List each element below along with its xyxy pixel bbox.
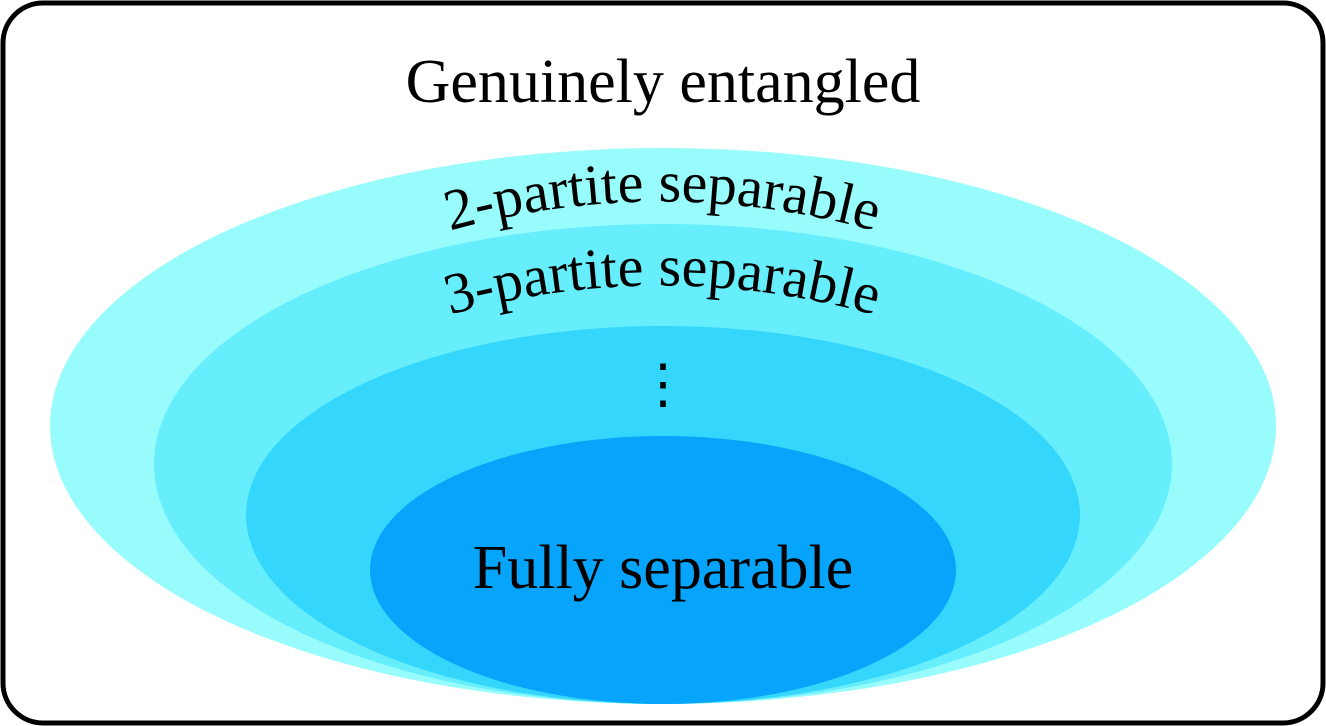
ellipse-fully-separable xyxy=(370,436,956,704)
label-fully-separable: Fully separable xyxy=(473,534,854,602)
ellipsis-dots: ⋮ xyxy=(636,354,690,414)
title-genuinely-entangled: Genuinely entangled xyxy=(406,48,921,116)
